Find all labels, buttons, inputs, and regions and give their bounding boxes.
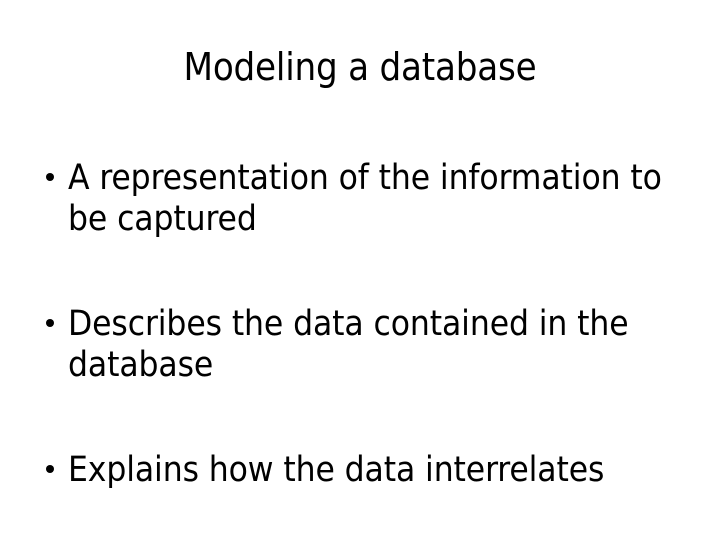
bullet-dot-icon — [46, 465, 54, 473]
bullet-list-item: A representation of the information to b… — [40, 158, 680, 240]
bullet-list-item: Explains how the data interrelates — [40, 450, 680, 491]
slide-title: Modeling a database — [183, 45, 537, 89]
bullet-item-text: Describes the data contained in the data… — [68, 304, 629, 385]
bullet-dot-icon — [46, 173, 54, 181]
bullet-item-text: Explains how the data interrelates — [68, 450, 605, 490]
slide-body-bullet-list: A representation of the information to b… — [40, 158, 680, 491]
bullet-item-text: A representation of the information to b… — [68, 158, 662, 239]
bullet-dot-icon — [46, 319, 54, 327]
bullet-list-item: Describes the data contained in the data… — [40, 304, 680, 386]
